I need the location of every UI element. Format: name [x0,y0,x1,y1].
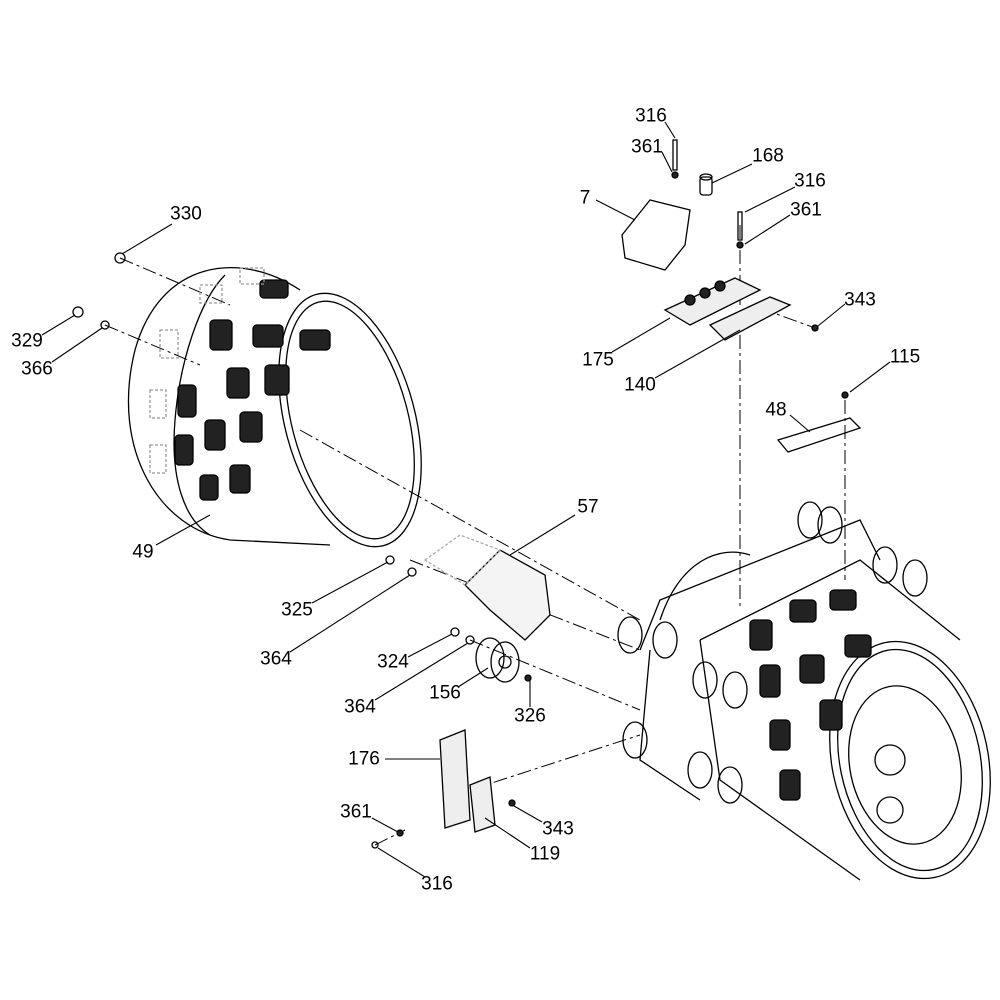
part-label: 48 [765,399,787,421]
roller-156 [475,637,520,683]
bracket-119 [469,776,496,833]
part-label: 330 [170,203,202,225]
part-label: 343 [542,818,574,840]
part-label: 316 [794,170,826,192]
part-label: 156 [429,682,461,704]
part-label: 325 [281,599,313,621]
part-label: 175 [582,349,614,371]
part-label: 176 [348,748,380,770]
pin-168 [699,173,713,196]
part-label: 364 [344,696,376,718]
rollers [617,501,928,804]
part-label: 326 [514,705,546,727]
block-57 [464,549,551,641]
part-label: 168 [752,145,784,167]
drum-49 [127,267,422,548]
drum-assembly [617,501,991,881]
part-label: 316 [421,873,453,895]
part-label: 115 [889,346,921,368]
part-label: 364 [260,648,292,670]
leader-lines [41,121,891,878]
part-label: 324 [377,651,409,673]
part-label: 49 [132,541,154,563]
part-label: 7 [579,187,591,209]
part-label: 361 [340,801,372,823]
bracket-176 [439,729,471,829]
bracket-140 [708,296,792,341]
part-label: 366 [21,358,53,380]
part-label: 57 [577,496,599,518]
part-label: 343 [844,289,876,311]
fasteners [72,139,849,849]
plate-48 [776,417,862,453]
cover-7 [621,199,691,271]
bracket-175 [663,277,762,326]
part-label: 329 [11,330,43,352]
part-label: 361 [790,199,822,221]
part-label: 361 [631,136,663,158]
part-label: 119 [529,843,561,865]
part-label: 316 [635,105,667,127]
part-label: 140 [624,374,656,396]
